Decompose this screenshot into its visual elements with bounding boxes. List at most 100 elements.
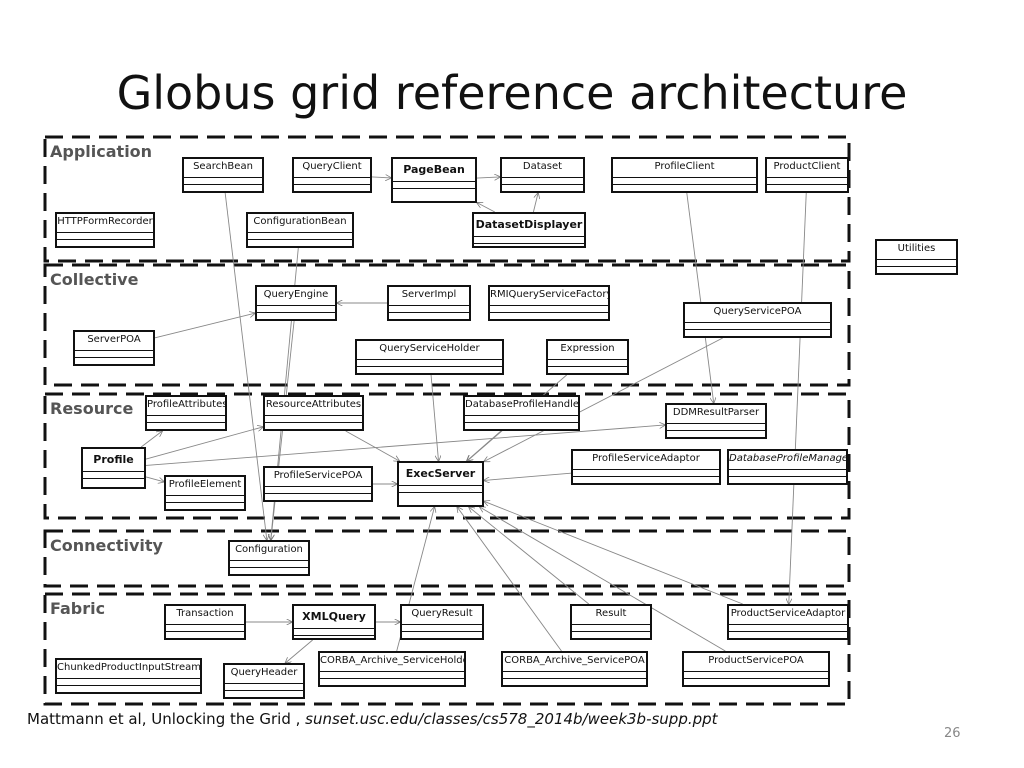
component-attributes-compartment <box>147 416 225 423</box>
component-databaseprofilemanager[interactable]: DatabaseProfileManager <box>727 449 848 485</box>
component-label: QueryEngine <box>257 287 335 306</box>
component-attributes-compartment <box>573 470 719 477</box>
citation-url[interactable]: sunset.usc.edu/classes/cs578_2014b/week3… <box>305 710 718 728</box>
connector-result-to-execserver <box>469 507 590 605</box>
component-label: ResourceAttributes <box>265 397 362 416</box>
component-label: RMIQueryServiceFactory <box>490 287 608 306</box>
component-attributes-compartment <box>503 672 646 679</box>
connector-datasetdisplayer-to-pagebean <box>477 203 496 213</box>
component-label: ServerPOA <box>75 332 153 351</box>
component-attributes-compartment <box>184 178 262 185</box>
component-attributes-compartment <box>465 416 578 423</box>
component-profileclient[interactable]: ProfileClient <box>611 157 758 193</box>
component-profile[interactable]: Profile <box>81 447 146 489</box>
component-label: DDMResultParser <box>667 405 765 424</box>
component-label: DatabaseProfileManager <box>729 451 846 470</box>
citation: Mattmann et al, Unlocking the Grid , sun… <box>27 710 718 728</box>
connector-pagebean-to-dataset <box>476 177 500 178</box>
connector-profile-to-resourceattributes <box>145 427 263 460</box>
component-attributes-compartment <box>877 260 956 267</box>
component-attributes-compartment <box>548 360 627 367</box>
component-productserviceadaptor[interactable]: ProductServiceAdaptor <box>727 604 849 640</box>
component-httpformrecorder[interactable]: HTTPFormRecorder <box>55 212 155 248</box>
component-serverpoa[interactable]: ServerPOA <box>73 330 155 366</box>
component-productservicepoa[interactable]: ProductServicePOA <box>682 651 830 687</box>
component-queryclient[interactable]: QueryClient <box>292 157 372 193</box>
component-label: ProfileServicePOA <box>265 468 371 487</box>
layer-label-resource: Resource <box>50 399 134 418</box>
component-attributes-compartment <box>613 178 756 185</box>
component-attributes-compartment <box>248 233 352 240</box>
component-queryservicepoa[interactable]: QueryServicePOA <box>683 302 832 338</box>
component-attributes-compartment <box>474 237 584 244</box>
connector-corba_archive_servicepoa-to-execserver <box>457 507 562 652</box>
component-attributes-compartment <box>767 178 847 185</box>
component-attributes-compartment <box>399 486 482 493</box>
component-resourceattributes[interactable]: ResourceAttributes <box>263 395 364 431</box>
component-configurationbean[interactable]: ConfigurationBean <box>246 212 354 248</box>
component-label: Dataset <box>502 159 583 178</box>
component-execserver[interactable]: ExecServer <box>397 461 484 507</box>
component-label: ConfigurationBean <box>248 214 352 233</box>
component-label: ExecServer <box>399 463 482 486</box>
component-label: QueryResult <box>402 606 482 625</box>
component-dataset[interactable]: Dataset <box>500 157 585 193</box>
component-chunkedproductinputstream[interactable]: ChunkedProductInputStream <box>55 658 202 694</box>
component-corba_archive_servicepoa[interactable]: CORBA_Archive_ServicePOA <box>501 651 648 687</box>
component-productclient[interactable]: ProductClient <box>765 157 849 193</box>
connector-profile-to-ddmresultparser <box>145 425 665 466</box>
component-result[interactable]: Result <box>570 604 652 640</box>
component-configuration[interactable]: Configuration <box>228 540 310 576</box>
component-profileservicepoa[interactable]: ProfileServicePOA <box>263 466 373 502</box>
component-label: DatasetDisplayer <box>474 214 584 237</box>
component-label: ProductClient <box>767 159 847 178</box>
component-label: XMLQuery <box>294 606 374 629</box>
slide-title: Globus grid reference architecture <box>116 66 908 120</box>
component-label: ProductServicePOA <box>684 653 828 672</box>
connector-queryclient-to-pagebean <box>371 177 391 178</box>
component-queryengine[interactable]: QueryEngine <box>255 285 337 321</box>
component-label: Profile <box>83 449 144 472</box>
connector-databaseprofilehandler-to-execserver <box>467 430 502 461</box>
component-searchbean[interactable]: SearchBean <box>182 157 264 193</box>
component-attributes-compartment <box>729 470 846 477</box>
component-label: SearchBean <box>184 159 262 178</box>
connector-queryservicepoa-to-execserver <box>484 337 723 461</box>
component-xmlquery[interactable]: XMLQuery <box>292 604 376 640</box>
component-label: Configuration <box>230 542 308 561</box>
component-attributes-compartment <box>265 487 371 494</box>
component-databaseprofilehandler[interactable]: DatabaseProfileHandler <box>463 395 580 431</box>
connector-searchbean-to-configuration <box>224 192 267 540</box>
component-rmiqueryservicefactory[interactable]: RMIQueryServiceFactory <box>488 285 610 321</box>
component-serverimpl[interactable]: ServerImpl <box>387 285 471 321</box>
component-pagebean[interactable]: PageBean <box>391 157 477 203</box>
connector-productservicepoa-to-execserver <box>480 507 726 652</box>
component-attributes-compartment <box>685 323 830 330</box>
component-queryresult[interactable]: QueryResult <box>400 604 484 640</box>
component-corba_archive_serviceholder[interactable]: CORBA_Archive_ServiceHolder <box>318 651 466 687</box>
layer-label-fabric: Fabric <box>50 599 106 618</box>
connector-productclient-to-productserviceadaptor <box>789 192 807 604</box>
component-queryheader[interactable]: QueryHeader <box>223 663 305 699</box>
component-profileserviceadaptor[interactable]: ProfileServiceAdaptor <box>571 449 721 485</box>
component-expression[interactable]: Expression <box>546 339 629 375</box>
component-label: QueryHeader <box>225 665 303 684</box>
component-attributes-compartment <box>57 233 153 240</box>
component-attributes-compartment <box>166 625 244 632</box>
layer-boundary-connectivity <box>43 529 851 588</box>
component-attributes-compartment <box>572 625 650 632</box>
component-label: QueryServiceHolder <box>357 341 502 360</box>
component-label: ProfileServiceAdaptor <box>573 451 719 470</box>
layer-boundary-application <box>43 135 851 263</box>
component-profileelement[interactable]: ProfileElement <box>164 475 246 511</box>
component-ddmresultparser[interactable]: DDMResultParser <box>665 403 767 439</box>
component-transaction[interactable]: Transaction <box>164 604 246 640</box>
component-attributes-compartment <box>166 496 244 503</box>
component-label: ServerImpl <box>389 287 469 306</box>
component-queryserviceholder[interactable]: QueryServiceHolder <box>355 339 504 375</box>
component-profileattributes[interactable]: ProfileAttributes <box>145 395 227 431</box>
component-utilities[interactable]: Utilities <box>875 239 958 275</box>
component-datasetdisplayer[interactable]: DatasetDisplayer <box>472 212 586 248</box>
component-label: ChunkedProductInputStream <box>57 660 200 679</box>
layer-label-connectivity: Connectivity <box>50 536 163 555</box>
